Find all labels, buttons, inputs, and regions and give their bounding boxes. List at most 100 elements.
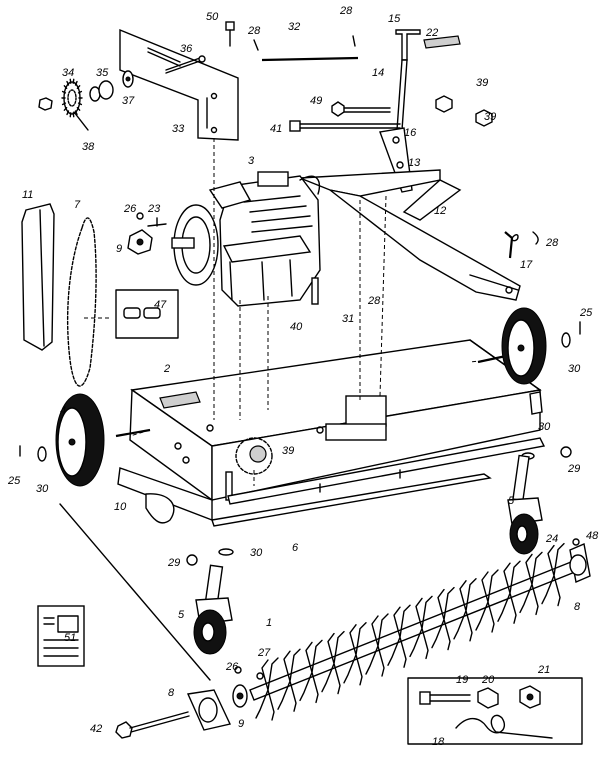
bolt-41	[289, 109, 493, 132]
pin-17	[504, 231, 539, 259]
deck-2	[117, 339, 542, 522]
callout-21: 21	[537, 664, 550, 676]
callout-22: 22	[425, 27, 438, 39]
callout-31: 31	[342, 313, 354, 325]
tine	[365, 613, 389, 677]
callout-9: 9	[116, 243, 122, 255]
callout-37: 37	[122, 95, 135, 107]
wheel-4-right	[501, 307, 547, 385]
handle-15	[395, 29, 461, 131]
callout-30: 30	[568, 363, 581, 375]
tine	[409, 595, 433, 660]
callout-3: 3	[248, 155, 255, 167]
manual-51	[37, 605, 85, 667]
callout-39: 39	[484, 111, 496, 123]
washers-30	[19, 321, 581, 556]
callout-11: 11	[22, 189, 33, 201]
tine	[299, 639, 323, 704]
master-link-47	[115, 289, 179, 339]
bearing-left	[186, 666, 264, 731]
callout-23: 23	[147, 203, 161, 215]
callout-30: 30	[250, 547, 263, 559]
callout-39: 39	[476, 77, 488, 89]
callout-28: 28	[339, 5, 353, 17]
callout-20: 20	[481, 674, 495, 686]
callout-26: 26	[225, 661, 239, 673]
tine	[453, 578, 477, 642]
shield-10	[145, 493, 175, 524]
rod-32	[253, 35, 359, 62]
callout-13: 13	[408, 157, 421, 169]
sprocket-assembly	[38, 70, 134, 131]
callout-27: 27	[257, 647, 271, 659]
callout-48: 48	[586, 530, 599, 542]
leader-lines	[59, 138, 491, 681]
callout-29: 29	[567, 463, 580, 475]
callout-35: 35	[96, 67, 109, 79]
bolt-36	[165, 55, 206, 74]
tine	[497, 560, 521, 624]
side-bracket-33	[119, 28, 239, 141]
bearing-48-right	[569, 538, 591, 583]
callout-49: 49	[310, 95, 322, 107]
callout-28: 28	[545, 237, 559, 249]
callout-30: 30	[538, 421, 551, 433]
callout-39: 39	[282, 445, 294, 457]
callout-1: 1	[266, 617, 272, 629]
callout-28: 28	[247, 25, 261, 37]
callout-2: 2	[163, 363, 170, 375]
callout-24: 24	[545, 533, 558, 545]
tine	[431, 586, 455, 651]
tine-hardware-inset	[407, 677, 583, 745]
callout-14: 14	[372, 67, 384, 79]
tine	[387, 604, 411, 668]
callout-19: 19	[456, 674, 468, 686]
callout-8: 8	[574, 601, 581, 613]
callout-42: 42	[90, 723, 102, 735]
callout-16: 16	[404, 127, 417, 139]
callout-33: 33	[172, 123, 185, 135]
callout-9: 9	[238, 718, 244, 730]
belt-cover-11	[21, 203, 55, 351]
chain-7	[66, 217, 97, 387]
tine	[475, 569, 499, 633]
callout-36: 36	[180, 43, 193, 55]
tine	[255, 657, 279, 721]
tine	[321, 630, 345, 695]
tine	[519, 551, 543, 616]
drawbar-12	[299, 169, 521, 301]
callout-41: 41	[270, 123, 282, 135]
tine	[343, 622, 367, 686]
callout-25: 25	[7, 475, 21, 487]
parts-26-23	[136, 212, 167, 227]
callout-12: 12	[434, 205, 446, 217]
callout-15: 15	[388, 13, 401, 25]
tine	[277, 648, 301, 712]
bolt-42	[115, 711, 190, 739]
callout-50: 50	[206, 11, 219, 23]
callout-30: 30	[36, 483, 49, 495]
wheel-4-left	[55, 393, 105, 487]
callout-40: 40	[290, 321, 303, 333]
callout-5: 5	[508, 495, 515, 507]
callout-10: 10	[114, 501, 127, 513]
clips-29	[186, 446, 572, 566]
bolt-49	[331, 95, 453, 117]
bar-6	[211, 437, 546, 527]
callout-34: 34	[62, 67, 74, 79]
axle	[115, 354, 543, 438]
tine	[541, 542, 565, 607]
callout-4: 4	[60, 405, 66, 417]
callout-5: 5	[178, 609, 185, 621]
callout-26: 26	[123, 203, 137, 215]
caster-5-left	[193, 564, 233, 655]
callout-17: 17	[520, 259, 533, 271]
callout-47: 47	[154, 299, 167, 311]
callout-38: 38	[82, 141, 95, 153]
engine-3	[127, 171, 321, 307]
callout-51: 51	[64, 632, 76, 644]
bolt-50	[225, 21, 235, 47]
